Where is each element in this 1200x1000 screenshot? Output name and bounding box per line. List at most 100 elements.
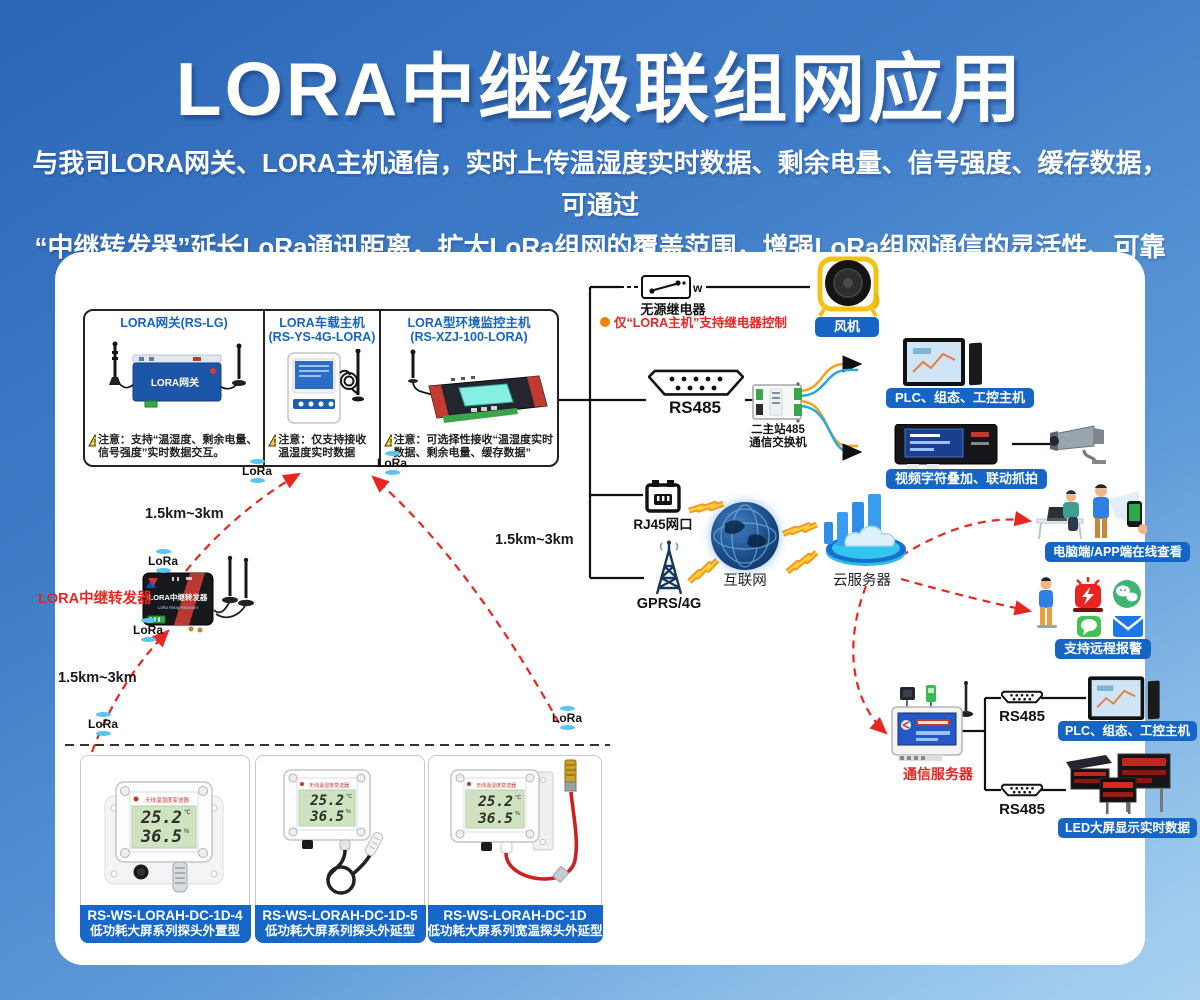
led-screens-image <box>1066 753 1171 814</box>
sensor-image-probe-external: 无线温湿度变送器 25.2 ℃ 36.5 % <box>104 781 224 893</box>
distance-label: 1.5km~3km <box>495 532 574 548</box>
lora-signal-arc <box>384 470 400 475</box>
plc-banner-2: PLC、组态、工控主机 <box>1058 721 1198 741</box>
distance-label: 1.5km~3km <box>58 670 137 686</box>
rs485-bottom-label: RS485 <box>999 801 1045 818</box>
sensor-model: RS-WS-LORAH-DC-1D <box>443 907 587 923</box>
rs485-connector-icon <box>648 369 744 396</box>
sensor-header-text: 无线温湿度变送器 <box>145 796 190 804</box>
description-line-1: 与我司LORA网关、LORA主机通信，实时上传温湿度实时数据、剩余电量、信号强度… <box>32 148 1168 220</box>
vehicle-device-image <box>270 344 374 434</box>
env-monitor-device-image <box>385 344 553 434</box>
sensor-card-1: 无线温湿度变送器 25.2 ℃ 36.5 % RS-WS-LORAH-DC-1D… <box>79 755 251 943</box>
distance-label: 1.5km~3km <box>145 506 224 522</box>
warning-icon: ! <box>88 434 96 447</box>
lora-badge: LoRa <box>242 459 272 483</box>
sensor-hum-unit: % <box>184 829 190 835</box>
sensor-temp-value: 25.2 <box>140 808 182 828</box>
sensor-type: 低功耗大屏系列探头外置型 <box>89 923 240 938</box>
plc-monitor-image <box>903 338 982 386</box>
comm-server-label: 通信服务器 <box>903 766 973 782</box>
sensor-hum-value: 36.5 <box>140 827 182 847</box>
rs485-label: RS485 <box>669 398 721 417</box>
relay-restriction-note: 仅“LORA主机”支持继电器控制 <box>600 312 787 331</box>
gateway-note: ! 注意：支持“温湿度、剩余电量、信号强度”实时数据交互。 <box>85 434 263 465</box>
sensor-temp-value: 25.2 <box>477 794 513 810</box>
485-switch-device-image <box>752 382 802 423</box>
internet-label: 互联网 <box>723 573 767 589</box>
env-monitor-note: ! 注意：可选择性接收“温湿度实时数据、剩余电量、缓存数据” <box>381 434 557 465</box>
env-monitor-title: LORA型环境监控主机(RS-XZJ-100-LORA) <box>407 316 531 344</box>
sensor-hum-unit: % <box>346 809 351 815</box>
sensor-temp-value: 25.2 <box>309 793 344 809</box>
warning-icon: ! <box>384 434 392 447</box>
sensor-type: 低功耗大屏系列宽温探头外延型 <box>427 923 603 938</box>
svg-text:!: ! <box>274 438 277 447</box>
fan-banner: 风机 <box>815 317 879 337</box>
sensor-banner-1: RS-WS-LORAH-DC-1D-4 低功耗大屏系列探头外置型 <box>79 904 251 943</box>
pc-app-banner: 电脑端/APP端在线查看 <box>1045 542 1191 562</box>
lora-signal-arc <box>95 731 111 736</box>
sensor-banner-2: RS-WS-LORAH-DC-1D-5 低功耗大屏系列探头外延型 <box>254 904 426 943</box>
rs485-connector-icon-bottom <box>1001 783 1043 797</box>
relay-label: 无源继电器 <box>640 302 706 317</box>
video-overlay-device-image <box>894 424 998 469</box>
comm-server-device-image <box>891 681 973 761</box>
rj45-label: RJ45网口 <box>633 517 693 532</box>
plc-monitor-image-2 <box>1088 676 1160 720</box>
plc-banner: PLC、组态、工控主机 <box>886 388 1035 408</box>
gprs-tower-icon <box>655 540 683 595</box>
vehicle-title: LORA车载主机(RS-YS-4G-LORA) <box>268 316 376 344</box>
sensor-temp-unit: ℃ <box>346 793 352 800</box>
sensor-image-wide-temp-probe: 无线温湿度变送器 25.2 ℃ 36.5 % <box>450 759 579 883</box>
sensor-image-cable-probe: 无线温湿度变送器 25.2 ℃ 36.5 % <box>283 769 384 895</box>
host-cell-vehicle: LORA车载主机(RS-YS-4G-LORA) ! 注意：仅支持接收温湿度实时数… <box>265 311 381 465</box>
rj45-port-icon <box>645 480 681 513</box>
lora-badge: LoRa <box>148 549 178 573</box>
lora-signal-arc <box>155 568 171 573</box>
sensor-hum-unit: % <box>515 811 520 817</box>
video-banner: 视频字符叠加、联动抓拍 <box>886 469 1048 489</box>
host-devices-box: LORA网关(RS-LG) LORA网关 ! 注意：支持“温湿度、剩余电量、信号… <box>83 309 559 467</box>
gateway-title: LORA网关(RS-LG) <box>120 316 228 330</box>
gateway-device-image: LORA网关 <box>93 330 255 434</box>
sensor-card-2: 无线温湿度变送器 25.2 ℃ 36.5 % RS-WS-LORAH-DC-1D… <box>254 755 426 943</box>
sensor-header-text: 无线温湿度变送器 <box>476 782 516 789</box>
cloud-server-image <box>824 494 906 566</box>
repeater-label: LORA中继转发器 <box>38 591 152 607</box>
lora-repeater-device-image: LORA中继转发器 LoRa Relay Repeater <box>142 555 254 633</box>
svg-text:!: ! <box>390 438 392 447</box>
remote-alarm-banner: 支持远程报警 <box>1055 639 1152 659</box>
lora-badge: LoRa <box>377 451 407 475</box>
sensor-temp-unit: ℃ <box>515 794 521 801</box>
remote-alarm-icons-image <box>1037 577 1144 637</box>
sensor-type: 低功耗大屏系列探头外延型 <box>264 923 415 938</box>
sensor-hum-value: 36.5 <box>309 809 344 825</box>
sensor-model: RS-WS-LORAH-DC-1D-5 <box>262 907 418 923</box>
sensor-temp-unit: ℃ <box>184 809 191 816</box>
repeater-device-title: LORA中继转发器 <box>149 592 208 602</box>
fan-image <box>817 256 880 317</box>
passive-relay-icon: w <box>641 275 703 299</box>
vehicle-note: ! 注意：仅支持接收温湿度实时数据 <box>265 434 379 465</box>
sensor-header-text: 无线温湿度变送器 <box>309 782 349 789</box>
rs485-top-label: RS485 <box>999 708 1045 725</box>
host-cell-gateway: LORA网关(RS-LG) LORA网关 ! 注意：支持“温湿度、剩余电量、信号… <box>85 311 265 465</box>
rs485-connector-icon-top <box>1001 690 1043 704</box>
sensor-card-3: 无线温湿度变送器 25.2 ℃ 36.5 % RS-WS-LORAH-DC-1D… <box>427 755 603 943</box>
svg-text:w: w <box>692 281 703 295</box>
led-banner: LED大屏显示实时数据 <box>1058 818 1198 838</box>
repeater-device-subtitle: LoRa Relay Repeater <box>158 605 199 610</box>
lora-signal-arc <box>249 478 265 483</box>
lora-signal-arc <box>559 706 575 711</box>
lora-signal-arc <box>559 725 575 730</box>
lora-signal-arc <box>155 549 171 554</box>
lora-badge: LoRa <box>552 706 582 730</box>
lora-badge: LoRa <box>133 618 163 642</box>
lora-signal-arc <box>249 459 265 464</box>
camera-image <box>1050 425 1106 464</box>
lora-signal-arc <box>140 637 156 642</box>
internet-globe-image <box>711 502 779 570</box>
sensor-hum-value: 36.5 <box>477 811 513 827</box>
